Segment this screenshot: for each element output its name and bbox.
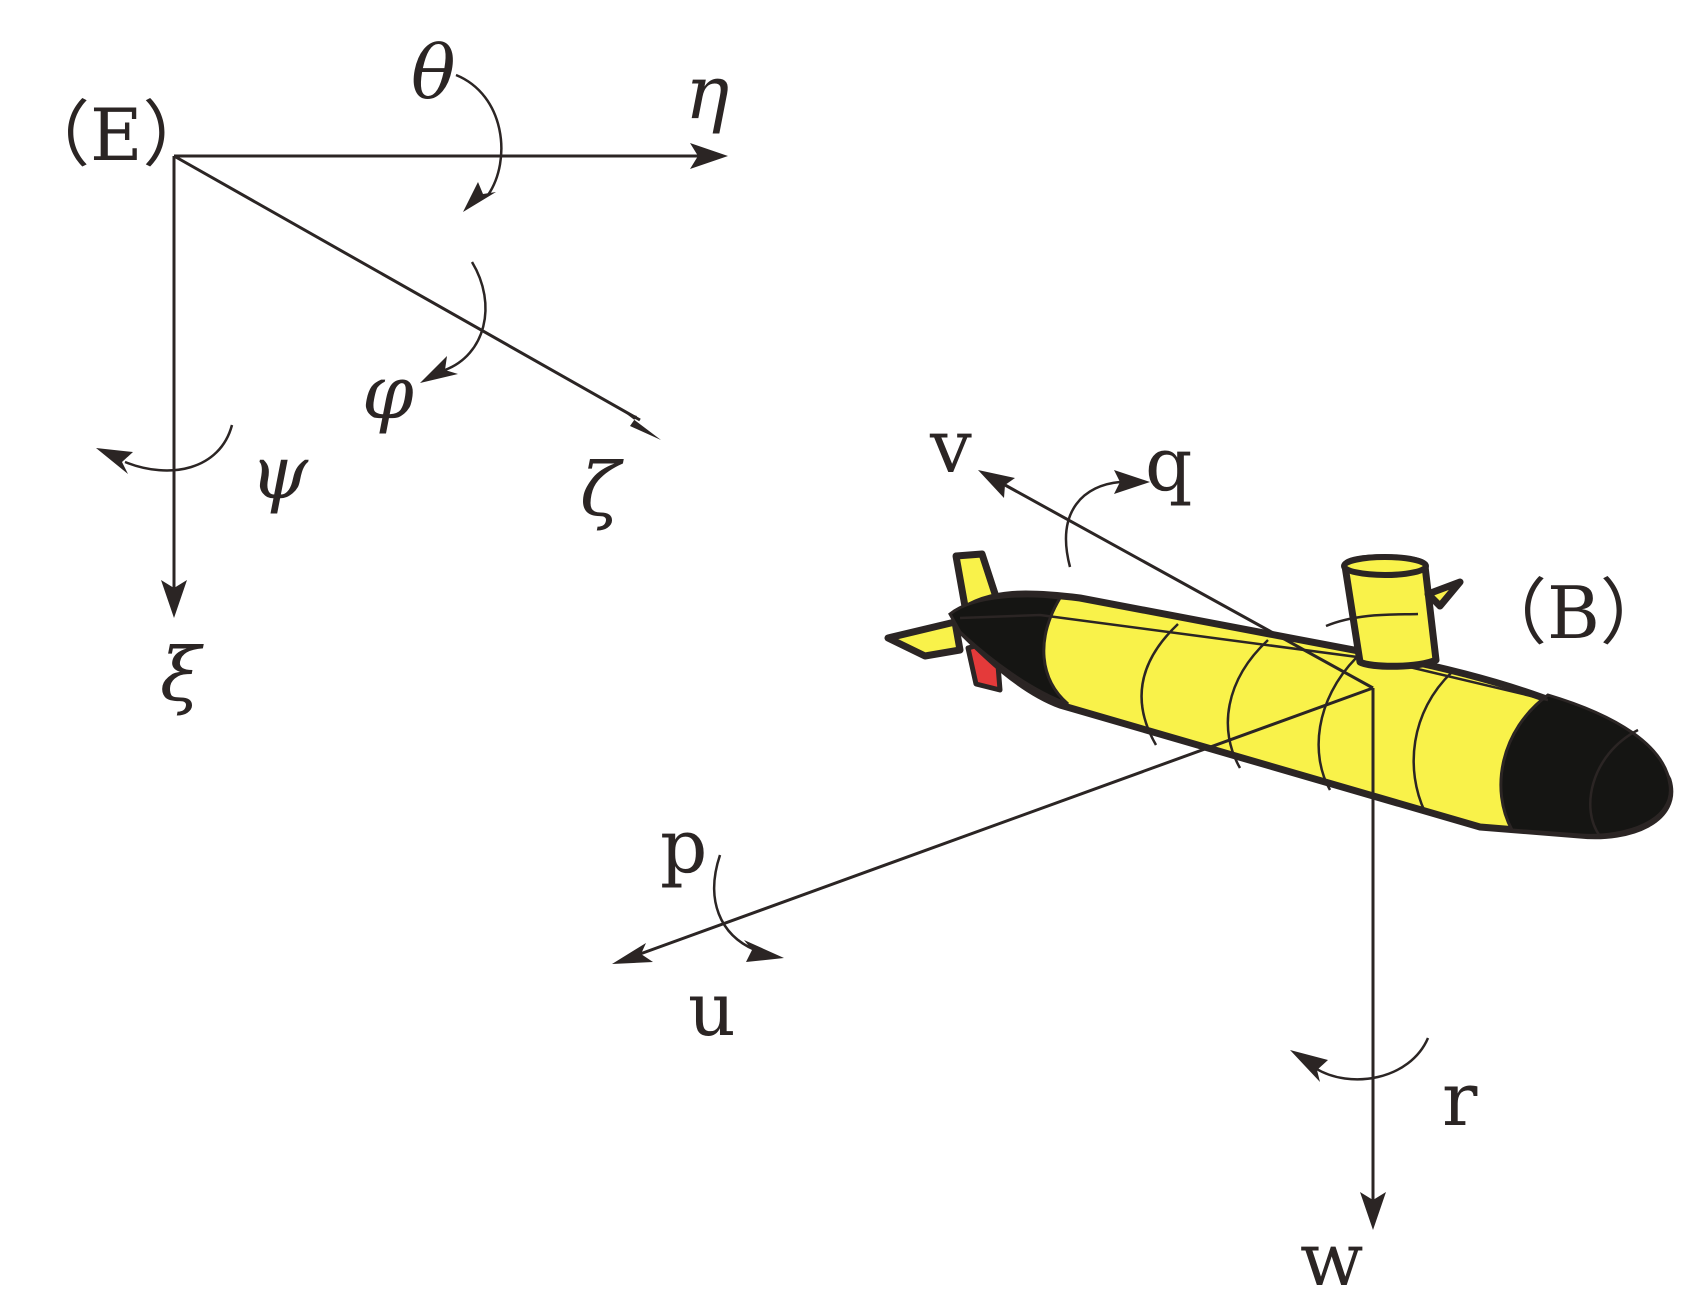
p-arrowhead xyxy=(744,940,784,962)
body-frame: （B） v q p u r w xyxy=(612,404,1672,1303)
phi-label: φ xyxy=(362,350,414,436)
q-arrowhead xyxy=(1114,470,1150,494)
w-label: w xyxy=(1300,1217,1363,1303)
phi-arrowhead xyxy=(420,356,458,383)
nose-cap xyxy=(1499,693,1672,837)
q-label: q xyxy=(1145,422,1192,508)
p-rotation-arrow xyxy=(712,854,756,952)
earth-frame-label: （E） xyxy=(18,93,215,177)
tail-cone xyxy=(948,594,1069,706)
xi-label: ξ xyxy=(160,632,204,718)
r-label: r xyxy=(1442,1057,1478,1143)
v-label: v xyxy=(929,404,972,490)
sail-top xyxy=(1341,554,1429,578)
w-arrowhead xyxy=(1360,1192,1386,1230)
u-label: u xyxy=(688,967,736,1053)
side-fin xyxy=(884,618,964,660)
u-axis xyxy=(639,686,1374,956)
theta-arrowhead xyxy=(463,182,496,212)
v-axis xyxy=(1004,483,1374,690)
zeta-arrowhead xyxy=(624,412,661,440)
theta-label: θ xyxy=(411,30,456,116)
q-rotation-arrow xyxy=(1064,480,1121,568)
phi-rotation-arrow xyxy=(444,261,487,372)
psi-label: ψ xyxy=(250,430,309,516)
psi-arrowhead xyxy=(96,448,133,474)
sail-fin-line xyxy=(1325,612,1419,628)
zeta-axis xyxy=(173,154,641,422)
p-label: p xyxy=(660,804,707,890)
r-arrowhead xyxy=(1290,1050,1328,1082)
sail-fin xyxy=(1424,578,1464,610)
r-rotation-arrow xyxy=(1314,1037,1430,1081)
v-arrowhead xyxy=(978,470,1015,498)
body-frame-label: （B） xyxy=(1475,571,1672,655)
theta-rotation-arrow xyxy=(455,73,503,196)
zeta-label: ζ xyxy=(580,447,624,533)
psi-rotation-arrow xyxy=(124,424,234,472)
eta-label: η xyxy=(685,50,729,136)
u-arrowhead xyxy=(612,943,653,964)
auv-vehicle xyxy=(884,550,1674,840)
earth-frame: （E） η θ φ ζ ψ ξ xyxy=(18,30,729,718)
hull-ring-1 xyxy=(1140,623,1179,746)
hull-ring-2 xyxy=(1226,639,1269,769)
eta-arrowhead xyxy=(690,143,728,169)
nose-ring-line xyxy=(1589,728,1639,837)
hull-center-line xyxy=(959,613,1549,702)
xi-arrowhead xyxy=(161,580,187,618)
hull-ring-4 xyxy=(1412,671,1453,813)
